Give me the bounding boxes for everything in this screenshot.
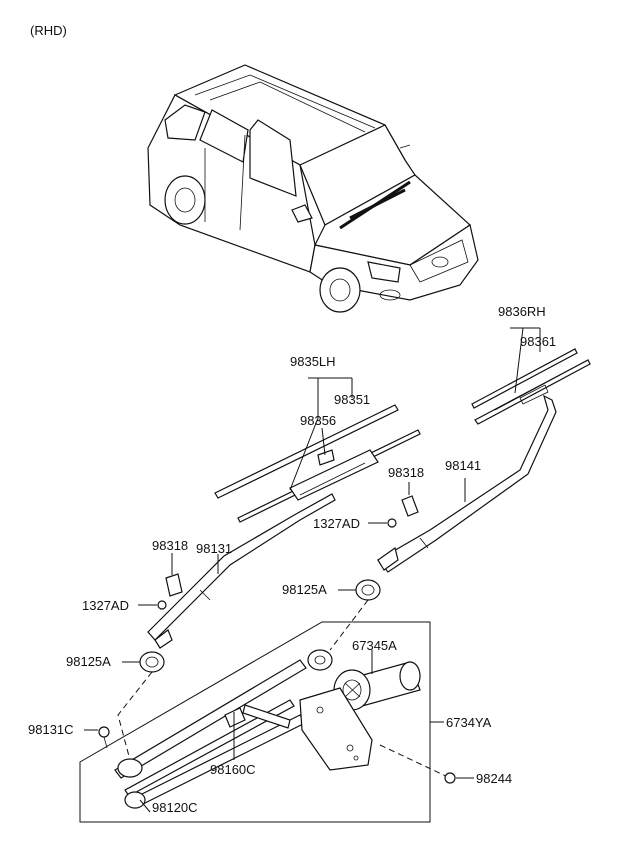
- leader-98356: [321, 427, 326, 456]
- label-98318b: 98318: [152, 538, 188, 553]
- guide-left-pivot: [117, 671, 153, 761]
- label-98160C: 98160C: [210, 762, 256, 777]
- label-98356: 98356: [300, 413, 336, 428]
- variant-label: (RHD): [30, 23, 67, 38]
- label-67345A: 67345A: [352, 638, 397, 653]
- cap-98318-left: [165, 573, 183, 597]
- label-98120C: 98120C: [152, 800, 198, 815]
- arm-98141: [377, 394, 557, 573]
- leader-98120C: [139, 799, 151, 813]
- leader-9836RH-blade: [514, 327, 524, 394]
- blade-98361: [471, 348, 591, 425]
- leader-9835LH-blade: [289, 417, 319, 491]
- label-1327ADb: 1327AD: [82, 598, 129, 613]
- pivot-cap-98125A-right: [355, 579, 381, 601]
- label-98318a: 98318: [388, 465, 424, 480]
- guide-98244: [379, 744, 451, 779]
- nut-1327AD-right: [387, 518, 397, 528]
- arm-98131: [147, 493, 336, 649]
- label-98351: 98351: [334, 392, 370, 407]
- linkage-98120C: [114, 649, 333, 809]
- nut-1327AD-left: [157, 600, 167, 610]
- assembly-box: [79, 621, 431, 823]
- vehicle-illustration: [147, 64, 479, 313]
- label-9836RH: 9836RH: [498, 304, 546, 319]
- blade-98351: [214, 404, 421, 523]
- label-98361: 98361: [520, 334, 556, 349]
- label-98125Aa: 98125A: [282, 582, 327, 597]
- nut-98244: [444, 772, 456, 784]
- pivot-cap-98125A-left: [139, 651, 165, 673]
- label-98141: 98141: [445, 458, 481, 473]
- label-98244: 98244: [476, 771, 512, 786]
- label-1327ADa: 1327AD: [313, 516, 360, 531]
- label-98131: 98131: [196, 541, 232, 556]
- label-9835LH: 9835LH: [290, 354, 336, 369]
- bolt-98131C: [98, 726, 110, 749]
- guide-right-pivot: [329, 599, 369, 651]
- motor-67345A: [299, 661, 421, 771]
- label-98131C: 98131C: [28, 722, 74, 737]
- label-98125Ab: 98125A: [66, 654, 111, 669]
- label-6734YA: 6734YA: [446, 715, 492, 730]
- cap-98318-right: [401, 495, 419, 517]
